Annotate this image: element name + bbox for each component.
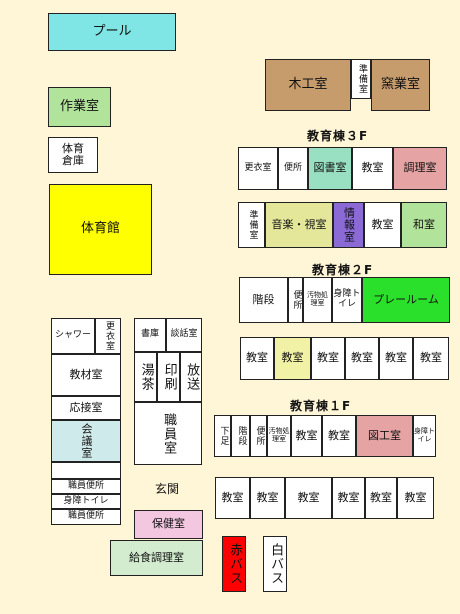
lounge: 談話室 [166, 318, 202, 352]
library: 図書室 [308, 147, 352, 190]
toilet-2f: 便所 [288, 277, 303, 323]
classroom-2f-3: 教室 [311, 337, 345, 380]
classroom-1f-1: 教室 [215, 477, 250, 519]
classroom-3f-2: 教室 [364, 202, 401, 248]
music-av-room: 音楽・視室 [265, 202, 333, 248]
staff-toilet-1: 職員便所 [51, 479, 121, 494]
classroom-2f-4: 教室 [345, 337, 379, 380]
classroom-2f-1: 教室 [240, 337, 274, 380]
school-lunch-kitchen: 給食調理室 [110, 540, 203, 576]
play-room: プレールーム [362, 277, 450, 323]
stairs-1f: 階段 [231, 415, 250, 457]
prep-room-3f: 準備室 [238, 202, 265, 248]
accessible-toilet-2f: 身障トイレ [332, 277, 362, 323]
japanese-room: 和室 [401, 202, 447, 248]
classroom-2f-5: 教室 [379, 337, 413, 380]
white-bus: 白バス [263, 536, 287, 592]
classroom-1f-6: 教室 [397, 477, 434, 519]
printing-room: 印刷 [157, 352, 180, 402]
workshop-room: 作業室 [48, 87, 111, 127]
stairs-2f: 階段 [239, 277, 288, 323]
building-1f-heading: 教育棟１F [290, 399, 352, 413]
entrance-label: 玄関 [155, 482, 180, 496]
classroom-1f-4: 教室 [332, 477, 365, 519]
toilet-1f: 便所 [250, 415, 267, 457]
building-3f-heading: 教育棟３F [307, 129, 369, 143]
accessible-toilet-admin: 身障トイレ [51, 494, 121, 509]
corridor-blank [51, 462, 121, 479]
reception-room: 応接室 [51, 396, 121, 420]
ceramics-room: 窯業室 [371, 59, 430, 111]
classroom-1f-a: 教室 [291, 415, 322, 457]
gym-storage: 体育 倉庫 [48, 137, 98, 173]
soiled-utility-2f: 汚物処理室 [303, 277, 332, 323]
shoe-area: 下足 [214, 415, 231, 457]
pool: プール [48, 13, 176, 51]
staff-room: 職員室 [134, 402, 202, 465]
staff-toilet-2: 職員便所 [51, 509, 121, 525]
archive-room: 書庫 [134, 318, 166, 352]
woodwork-room: 木工室 [265, 59, 351, 111]
info-room: 情報室 [333, 202, 364, 248]
broadcast-room: 放送 [180, 352, 202, 402]
classroom-2f-6: 教室 [413, 337, 449, 380]
prep-room-top: 準備室 [351, 59, 371, 99]
classroom-3f-1: 教室 [352, 147, 393, 190]
classroom-1f-3: 教室 [285, 477, 332, 519]
tea-room: 湯茶 [134, 352, 157, 402]
soiled-utility-1f: 汚物処理室 [267, 415, 291, 457]
accessible-toilet-1f: 身障トイレ [413, 415, 436, 457]
meeting-room: 会議室 [51, 420, 121, 462]
cooking-room: 調理室 [393, 147, 447, 190]
classroom-1f-2: 教室 [250, 477, 285, 519]
red-bus: 赤バス [222, 536, 246, 592]
art-room: 図工室 [356, 415, 413, 457]
teaching-materials-room: 教材室 [51, 354, 121, 396]
health-room: 保健室 [134, 510, 203, 539]
classroom-1f-b: 教室 [322, 415, 356, 457]
classroom-2f-2: 教室 [274, 337, 311, 380]
gymnasium: 体育館 [49, 184, 152, 275]
changing-room-admin: 更衣室 [95, 318, 121, 354]
changing-room-3f: 更衣室 [238, 147, 278, 190]
shower-room: シャワー [51, 318, 95, 354]
building-2f-heading: 教育棟２F [312, 263, 374, 277]
classroom-1f-5: 教室 [365, 477, 397, 519]
toilet-3f: 便所 [278, 147, 308, 190]
